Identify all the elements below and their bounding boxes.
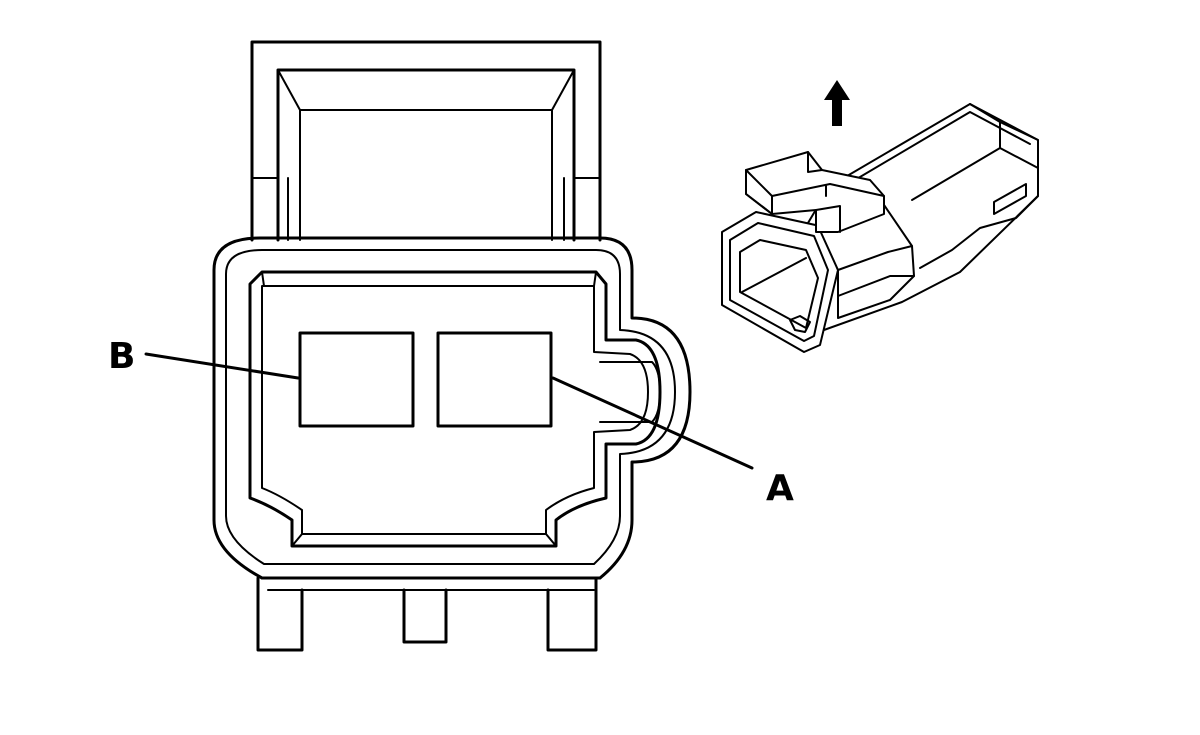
mounting-legs	[256, 576, 602, 652]
connector-face-view	[212, 40, 692, 652]
connector-isometric-view	[721, 103, 1039, 353]
keyway-slot	[599, 361, 661, 423]
terminal-cavity-a	[436, 331, 553, 428]
housing-inner-rim	[225, 249, 676, 565]
housing-outline	[212, 236, 692, 580]
cavity-recess	[248, 270, 662, 548]
callout-label-a: A	[766, 468, 794, 509]
callout-a: A	[551, 376, 794, 509]
arrow-up-icon	[824, 80, 850, 126]
latch	[250, 40, 602, 242]
callout-label-b: B	[108, 336, 135, 377]
side-lock-window	[993, 183, 1027, 215]
terminal-cavity-b	[298, 331, 415, 428]
callout-b: B	[108, 336, 300, 380]
